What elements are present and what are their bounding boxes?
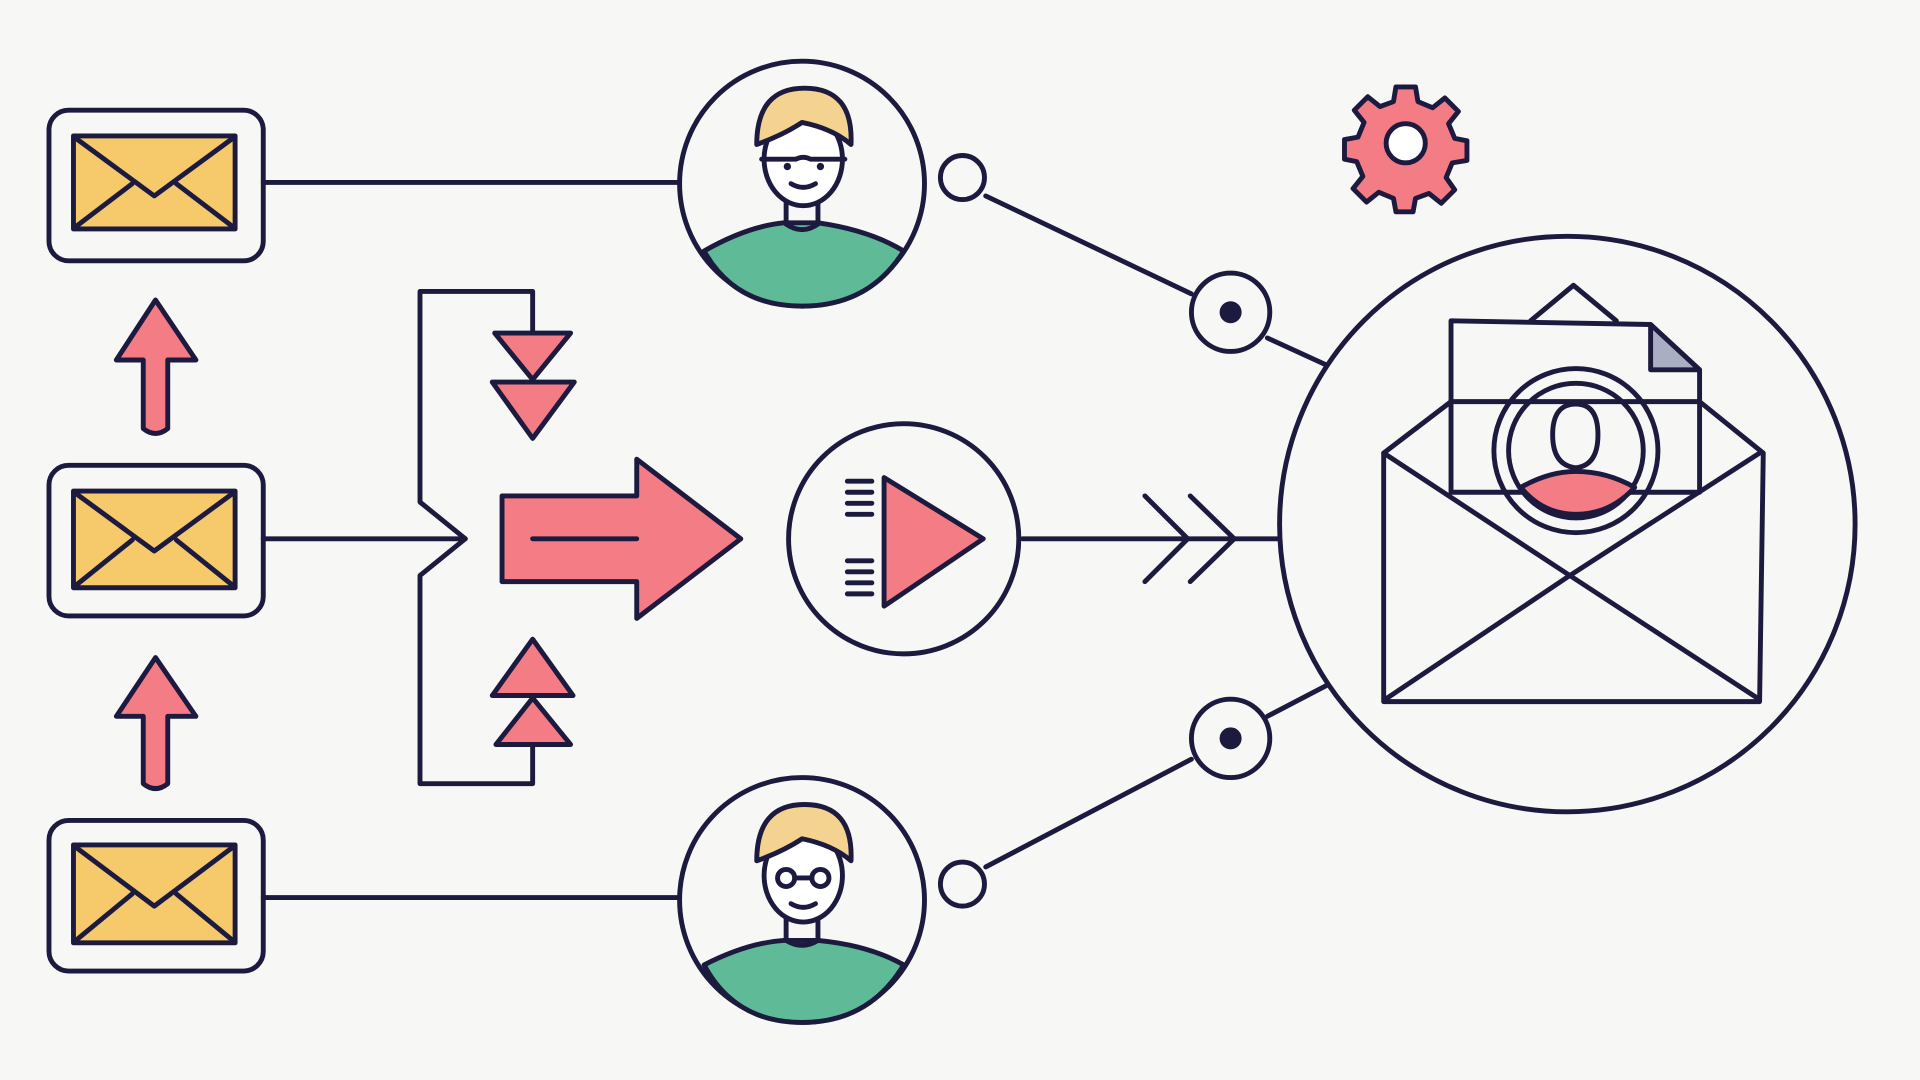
card-frame — [46, 817, 266, 974]
triangle-down-icon — [489, 379, 577, 441]
card-frame — [46, 462, 266, 619]
person-avatar-bottom — [677, 775, 927, 1025]
node-icon — [937, 859, 987, 909]
arrow-right-icon — [499, 456, 744, 621]
envelope-icon — [71, 842, 238, 946]
envelope-icon — [71, 488, 238, 591]
person-avatar-top — [677, 58, 927, 309]
letter — [1448, 318, 1703, 495]
arrow-up-icon — [113, 655, 199, 792]
connector-lines — [260, 180, 1329, 900]
line-top-node-to-hub — [1264, 335, 1329, 368]
triangle-down-icon — [492, 330, 574, 383]
card-frame — [46, 107, 266, 264]
envelope-card-middle — [46, 462, 266, 619]
node-icon — [1188, 696, 1273, 780]
triangle-up-icon — [493, 695, 574, 747]
envelope-card-bottom — [46, 817, 266, 974]
speed-lines — [844, 478, 875, 597]
open-envelope-hub — [1277, 233, 1858, 815]
arrow-up-icon — [113, 297, 199, 436]
node-icon — [1188, 270, 1273, 354]
line-top-node — [983, 193, 1194, 297]
triangle-up-icon — [489, 636, 576, 698]
chevron-right-icon — [1142, 493, 1237, 585]
line-bottom-node — [983, 756, 1194, 870]
envelope-card-top — [46, 107, 266, 264]
play-button — [786, 421, 1022, 657]
line-bottom-node-to-hub — [1264, 683, 1329, 719]
node-icon — [937, 153, 987, 203]
play-icon — [881, 475, 986, 609]
bracket-connector — [417, 288, 536, 787]
envelope-icon — [71, 133, 238, 232]
gear-icon — [1342, 84, 1470, 215]
